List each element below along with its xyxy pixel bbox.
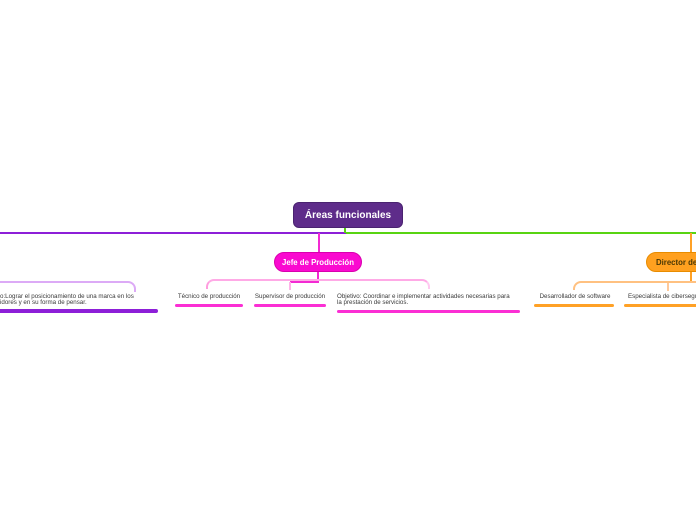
produccion-objetivo-line1: Objetivo: Coordinar e implementar activi…: [337, 293, 510, 300]
connector-left-branch-bracket: [0, 281, 136, 292]
topic-supervisor-de-produccion[interactable]: Supervisor de producción: [250, 293, 330, 300]
topic-jefe-de-produccion[interactable]: Jefe de Producción: [274, 252, 362, 272]
topic-produccion-objetivo[interactable]: Objetivo: Coordinar e implementar activi…: [337, 293, 523, 307]
topic-tecnico-de-produccion[interactable]: Técnico de producción: [170, 293, 248, 300]
marketing-objective-line2: idores y en su forma de pensar.: [0, 299, 87, 307]
jefe-topic-label: Jefe de Producción: [282, 257, 354, 267]
underline-produccion-objetivo: [337, 309, 520, 313]
edge-jefe-to-children: [317, 272, 319, 281]
connector-supervisor-tick: [289, 282, 291, 290]
director-topic-label: Director de: [656, 257, 696, 267]
connector-jefe-children-segment: [290, 281, 319, 283]
topic-director[interactable]: Director de: [646, 252, 696, 272]
root-topic-label: Áreas funcionales: [304, 209, 392, 221]
edge-director-to-children: [690, 272, 692, 283]
produccion-objetivo-line2: la prestación de servicios.: [337, 299, 409, 307]
topic-especialista-ciberseguridad[interactable]: Especialista de cibersegur: [628, 293, 696, 300]
underline-marketing-objective: [0, 309, 158, 313]
underline-supervisor: [254, 303, 326, 307]
topic-marketing-objective[interactable]: o:Lograr el posicionamiento de una marca…: [0, 293, 150, 307]
tecnico-label: Técnico de producción: [177, 293, 241, 300]
supervisor-label: Supervisor de producción: [254, 293, 326, 300]
edge-root-to-jefe: [318, 233, 320, 252]
connector-jefe-children-bracket: [206, 279, 430, 289]
connector-especialista-tick: [667, 283, 669, 291]
edge-to-director: [690, 233, 692, 252]
underline-especialista: [624, 303, 696, 307]
edge-root-stub: [344, 227, 346, 233]
especialista-label: Especialista de cibersegur: [628, 293, 696, 300]
root-topic-areas-funcionales[interactable]: Áreas funcionales: [293, 202, 403, 228]
underline-desarrollador: [534, 303, 614, 307]
edge-right-branch: [346, 232, 696, 234]
underline-tecnico: [175, 303, 243, 307]
edge-left-branch: [0, 232, 346, 234]
desarrollador-label: Desarrollador de software: [539, 293, 611, 300]
connector-director-children-bracket: [573, 281, 696, 290]
marketing-objective-line1: o:Lograr el posicionamiento de una marca…: [0, 293, 134, 300]
topic-desarrollador-de-software[interactable]: Desarrollador de software: [535, 293, 615, 300]
